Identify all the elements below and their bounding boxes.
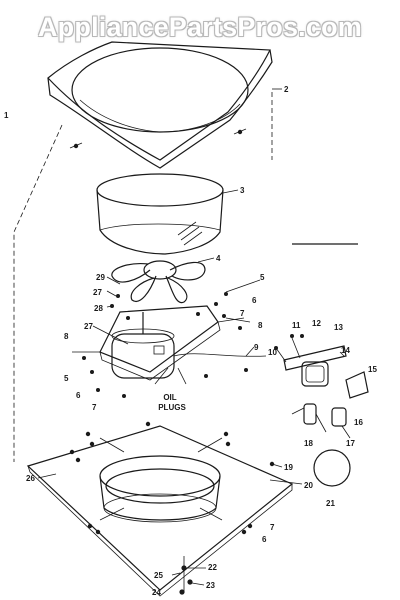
callout-22: 22 xyxy=(208,563,217,572)
dashed-outline-left xyxy=(13,124,63,462)
motor-mount-bracket xyxy=(72,305,245,381)
callout-6: 6 xyxy=(252,296,257,305)
callout-9: 9 xyxy=(254,343,259,352)
callout-1: 1 xyxy=(4,111,9,120)
oil-plugs-label-line1: OIL xyxy=(163,393,176,402)
callout-28: 28 xyxy=(94,304,103,313)
control-assembly xyxy=(274,334,369,439)
callout-16: 16 xyxy=(354,418,363,427)
callout-27-upper: 27 xyxy=(93,288,102,297)
callout-8: 8 xyxy=(258,321,263,330)
callout-25: 25 xyxy=(154,571,163,580)
callout-27-lower: 27 xyxy=(84,322,93,331)
callout-18: 18 xyxy=(304,439,313,448)
callout-11: 11 xyxy=(292,321,301,330)
callout-5b: 5 xyxy=(64,374,69,383)
callout-3: 3 xyxy=(240,186,245,195)
callout-numbers: 1 2 3 4 5 6 7 8 5 6 7 8 9 10 11 12 13 14… xyxy=(4,85,377,597)
callout-7: 7 xyxy=(240,309,245,318)
callout-23: 23 xyxy=(206,581,215,590)
callout-4: 4 xyxy=(216,254,221,263)
fan-blade-part-4 xyxy=(111,257,215,304)
callout-21: 21 xyxy=(326,499,335,508)
callout-8b: 8 xyxy=(64,332,69,341)
callout-30: 29 xyxy=(96,273,105,282)
callout-2: 2 xyxy=(284,85,289,94)
base-assembly xyxy=(26,425,294,597)
hardware xyxy=(69,292,275,595)
leader-lines xyxy=(37,276,345,586)
callout-5: 5 xyxy=(260,273,265,282)
callout-6b: 6 xyxy=(76,391,81,400)
top-cover-part-2 xyxy=(47,41,282,169)
callout-6c: 6 xyxy=(262,535,267,544)
callout-13: 13 xyxy=(334,323,343,332)
callout-7c: 7 xyxy=(270,523,275,532)
callout-19: 19 xyxy=(284,463,293,472)
callout-20: 20 xyxy=(304,481,313,490)
motor xyxy=(111,312,267,385)
callout-26: 26 xyxy=(26,474,35,483)
callout-17: 17 xyxy=(346,439,355,448)
callout-24: 24 xyxy=(152,588,161,597)
sphere-part-21 xyxy=(313,449,351,487)
callout-14: 14 xyxy=(341,346,350,355)
callout-15: 15 xyxy=(368,365,377,374)
watermark: AppliancePartsPros.com xyxy=(37,12,362,42)
callout-12: 12 xyxy=(312,319,321,328)
shroud-part-3 xyxy=(96,173,239,255)
callout-7b: 7 xyxy=(92,403,97,412)
callout-10: 10 xyxy=(268,348,277,357)
oil-plugs-label-line2: PLUGS xyxy=(158,403,186,412)
